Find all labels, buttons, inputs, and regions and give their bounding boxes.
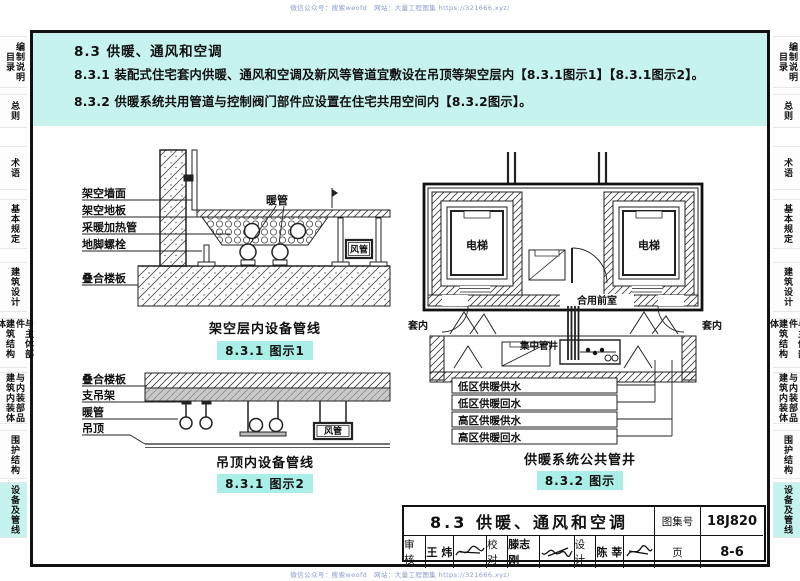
label-warm-pipe: 暖管 [266,193,288,207]
review-signature [453,536,486,568]
proof-name: 滕志刚 [507,536,538,568]
tab-terms: 术语 [0,146,27,190]
proof-label: 校对 [486,536,507,568]
signature-scribble [454,544,486,560]
tab-basic-rules: 基本规定 [773,199,800,249]
label-elevator-left: 电梯 [466,238,488,252]
figure3-geometry [424,152,702,444]
label-anchor-bolt: 地脚螺栓 [82,237,126,251]
figure2-caption: 吊顶内设备管线 [215,456,314,471]
tab-arch-design: 建筑设计 [773,262,800,312]
label-air-duct: 风管 [324,425,342,437]
tab-equipment-pipes-active: 设备及管线 [0,482,27,538]
figure1-raised-floor-section: 架空墙面 架空地板 采暖加热管 地脚螺栓 叠合楼板 暖管 风管 [81,148,395,310]
page-number: 8-6 [700,535,763,568]
label-central-shaft: 集中管井 [519,340,559,352]
design-name: 陈 莘 [594,536,623,568]
label-high-zone-return: 高区供暖回水 [458,431,521,444]
design-signature [623,536,654,568]
tab-contents-notes: 目录编制说明 [773,36,800,88]
figure1-geometry [82,150,390,306]
tab-terms: 术语 [773,146,800,190]
tab-equipment-pipes-active: 设备及管线 [773,482,800,538]
tab-structure: 建筑结构体与主体部件 [0,318,33,368]
tab-interior: 建筑内装体与内装部品 [0,372,27,424]
tab-arch-design: 建筑设计 [0,262,27,312]
tab-envelope: 围护结构 [773,430,800,479]
tab-contents-notes: 目录编制说明 [0,36,27,88]
review-name: 王 炜 [424,536,453,568]
label-low-zone-return: 低区供暖回水 [457,397,521,410]
label-composite-slab: 叠合楼板 [82,271,127,285]
clause-8-3-1: 8.3.1 装配式住宅套内供暖、通风和空调及新风等管道宜敷设在吊顶等架空层内【8… [74,68,705,82]
watermark-top: 微信公众号：搜索weofd 网站：大量工程图集 https://321666.x… [290,4,510,12]
page-label: 页 [654,535,700,568]
atlas-number-label: 图集号 [654,507,700,535]
label-high-zone-supply: 高区供暖供水 [458,414,521,427]
review-label: 审核 [404,539,415,566]
figure1-caption: 架空层内设备管线 [208,322,321,337]
figure2-geometry [82,373,390,448]
watermark-bottom: 微信公众号：搜索weofd 网站：大量工程图集 https://321666.x… [290,571,510,579]
label-raised-floor: 架空地板 [81,203,127,217]
label-elevator-right: 电梯 [638,238,660,252]
label-shared-lobby: 合用前室 [576,294,617,307]
figure1-tag: 8.3.1 图示1 [217,341,313,360]
title-block: 8.3 供暖、通风和空调 图集号 18J820 审核 王 炜 校对 滕志刚 设计… [402,505,766,568]
figure2-ceiling-section: 叠合楼板 支吊架 暖管 吊顶 风管 [81,372,395,450]
figure3-pipe-shaft-plan: 电梯 电梯 合用前室 套内 套内 集中管井 低区供暖供水 低区供暖回水 高区供暖… [407,150,722,445]
label-hanger: 支吊架 [81,388,115,402]
tab-general: 总则 [0,94,27,128]
tab-general: 总则 [773,94,800,128]
left-chapter-tabs: 目录编制说明 总则 术语 基本规定 建筑设计 建筑结构体与主体部件 建筑内装体与… [0,0,33,581]
label-raised-wall: 架空墙面 [81,186,126,200]
figure3-caption: 供暖系统公共管井 [523,453,636,468]
figure3-tag-wrap: 8.3.2 图示 [470,470,690,490]
figure2-tag-wrap: 8.3.1 图示2 [165,473,365,493]
label-air-duct: 风管 [350,244,368,256]
label-warm-pipe: 暖管 [82,405,104,419]
label-ceiling: 吊顶 [82,422,104,435]
section-title: 8.3 供暖、通风和空调 [74,44,223,60]
tab-envelope: 围护结构 [0,430,27,479]
atlas-number-value: 18J820 [700,507,763,535]
title-block-signature-row: 审核 王 炜 校对 滕志刚 设计 陈 莘 [404,535,654,568]
title-block-section-title: 8.3 供暖、通风和空调 [430,513,628,532]
figure3-tag: 8.3.2 图示 [536,471,624,490]
signature-scribble [624,544,654,560]
design-label: 设计 [573,536,595,568]
section-header-band [33,33,767,126]
figure2-tag: 8.3.1 图示2 [217,474,313,493]
label-suite-right: 套内 [701,319,722,332]
proof-signature [538,536,574,568]
label-low-zone-supply: 低区供暖供水 [457,380,521,393]
label-heating-pipe: 采暖加热管 [81,220,137,234]
tab-basic-rules: 基本规定 [0,199,27,249]
tab-interior: 建筑内装体与内装部品 [773,372,800,424]
label-composite-slab: 叠合楼板 [82,372,127,386]
signature-scribble [540,544,574,560]
clause-8-3-2: 8.3.2 供暖系统共用管道与控制阀门部件应设置在住宅共用空间内【8.3.2图示… [74,95,532,109]
label-suite-left: 套内 [407,319,428,332]
figure1-tag-wrap: 8.3.1 图示1 [165,340,365,360]
